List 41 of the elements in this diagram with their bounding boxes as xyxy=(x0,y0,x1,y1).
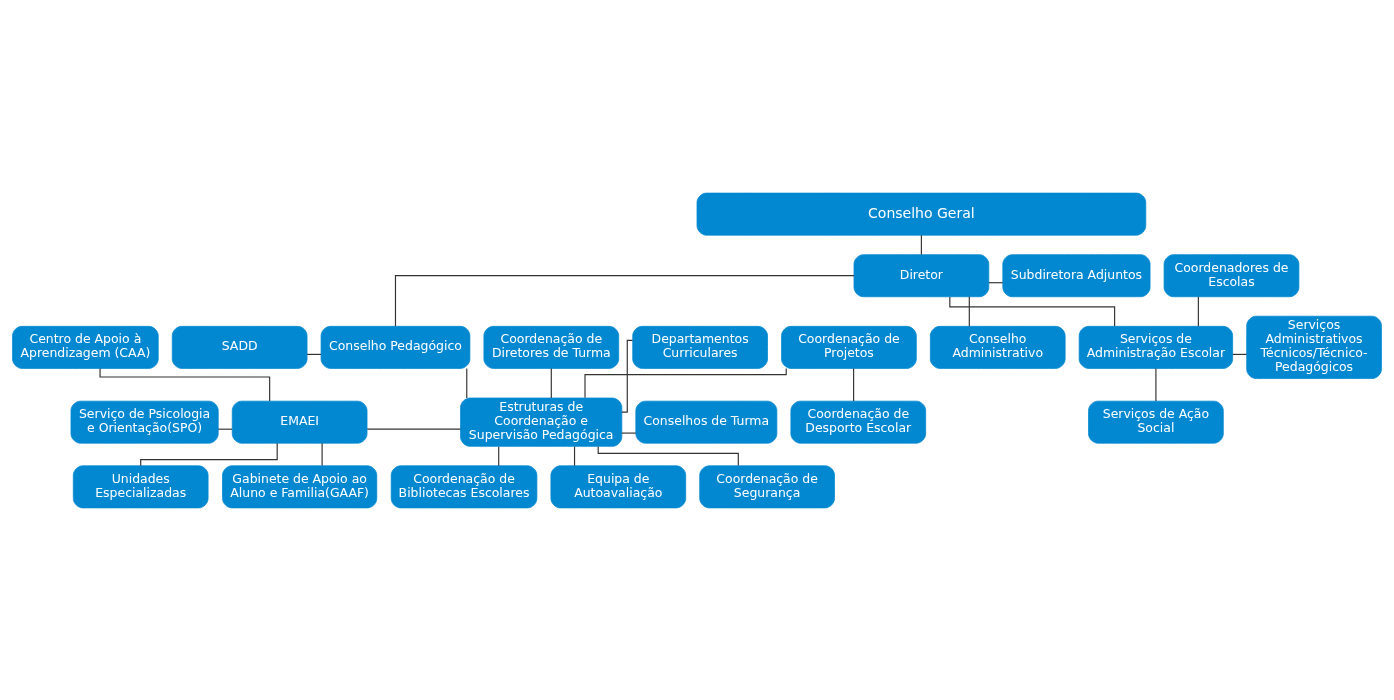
node-box: Coordenação de Bibliotecas Escolares xyxy=(390,464,538,508)
node-box: SADD xyxy=(171,325,308,369)
node-box: Serviços Administrativos Técnicos/Técnico-Pedagógicos xyxy=(1246,315,1382,379)
connector xyxy=(621,432,637,434)
node-box: Departamentos Curriculares xyxy=(632,325,768,369)
node-box: Centro de Apoio à Aprendizagem (CAA) xyxy=(12,325,159,369)
node-box: Conselho Pedagógico xyxy=(320,325,471,369)
node-box: Gabinete de Apoio ao Aluno e Familia(GAAF) xyxy=(222,464,378,508)
connector xyxy=(466,367,468,399)
node-box: Estruturas de Coordenação e Supervisão Pedagógica xyxy=(460,397,623,447)
connector xyxy=(968,295,970,327)
node-box: Coordenação de Desporto Escolar xyxy=(790,400,927,444)
connector xyxy=(321,442,323,466)
node-box: Equipa de Autoavaliação xyxy=(550,464,687,508)
node-box: Conselhos de Turma xyxy=(635,400,778,444)
connector xyxy=(99,367,271,401)
connector xyxy=(394,274,855,327)
connector xyxy=(550,367,552,399)
node-box: EMAEI xyxy=(231,400,368,444)
node-box: Conselho Geral xyxy=(696,192,1147,236)
connector xyxy=(584,367,787,398)
connector xyxy=(949,295,1116,327)
connector xyxy=(366,428,462,430)
node-box: Coordenação de Segurança xyxy=(699,464,835,508)
connector xyxy=(1155,367,1157,401)
node-box: Coordenação de Projetos xyxy=(781,325,917,369)
node-box: Unidades Especializadas xyxy=(72,464,209,508)
connector xyxy=(1197,295,1199,327)
connector xyxy=(498,445,500,466)
node-box: Serviço de Psicologia e Orientação(SPO) xyxy=(70,400,219,444)
node-box: Coordenação de Diretores de Turma xyxy=(483,325,620,369)
node-box: Subdiretora Adjuntos xyxy=(1002,253,1151,297)
connector xyxy=(573,445,576,466)
connector xyxy=(920,234,922,255)
node-box: Diretor xyxy=(853,253,990,297)
node-box: Coordenadores de Escolas xyxy=(1163,253,1300,297)
node-box: Serviços de Administração Escolar xyxy=(1078,325,1234,369)
node-box: Serviços de Ação Social xyxy=(1088,400,1224,444)
connector xyxy=(853,367,855,401)
node-box: Conselho Administrativo xyxy=(929,325,1066,369)
connector xyxy=(597,445,739,466)
